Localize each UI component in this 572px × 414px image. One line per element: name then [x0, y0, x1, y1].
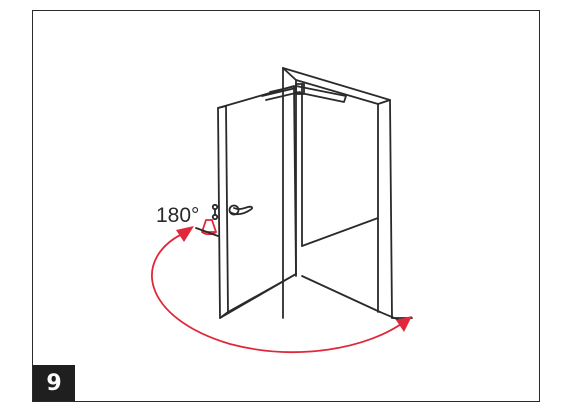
arc-arrowhead-right: [396, 316, 412, 332]
step-number-badge: 9: [33, 365, 75, 401]
door-stop: [201, 219, 217, 236]
angle-label: 180°: [156, 204, 199, 227]
door-closer-arm: [261, 83, 347, 103]
swing-arc: [151, 231, 405, 353]
door-leaf: [217, 85, 297, 319]
figure-frame: 9: [32, 10, 540, 402]
door-frame: [282, 67, 393, 319]
arc-arrowhead-left: [176, 226, 194, 242]
door-handle: [228, 204, 254, 216]
hinge-detail: [211, 203, 219, 221]
doorway-floor: [301, 217, 413, 323]
